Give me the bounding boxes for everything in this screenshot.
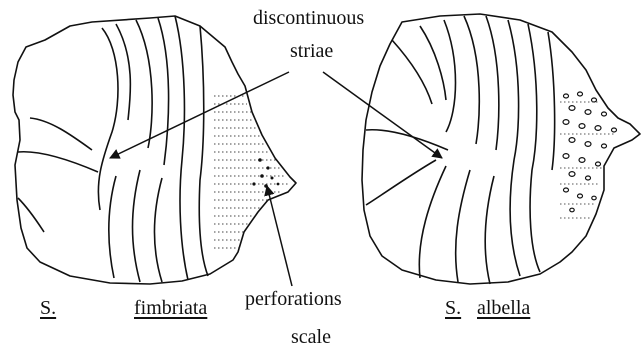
perforation-holes-right — [563, 92, 617, 212]
striae-line — [158, 18, 169, 165]
striae-line — [485, 176, 494, 284]
striae-line — [18, 198, 44, 232]
striae-line — [486, 16, 499, 150]
genus-label-right: S. — [445, 297, 461, 319]
perforation-stipple-left — [214, 96, 290, 248]
discontinuous-label: discontinuous — [253, 7, 364, 29]
striae-line — [508, 20, 520, 276]
striae-line — [548, 32, 555, 170]
scale-fimbriata — [13, 16, 296, 284]
striae-line — [464, 16, 479, 144]
striae-line — [456, 170, 470, 282]
striae-line — [199, 26, 208, 276]
striae-arrow-left — [110, 72, 289, 158]
striae-line — [444, 20, 456, 132]
genus-label-left: S. — [40, 297, 56, 319]
striae-line — [109, 176, 116, 278]
species-label-fimbriata: fimbriata — [134, 297, 207, 319]
striae-line — [133, 170, 141, 282]
striae-line — [136, 20, 152, 148]
striae-line — [18, 152, 98, 172]
striae-label: striae — [290, 40, 333, 62]
perforations-arrow — [267, 186, 292, 286]
striae-line — [528, 24, 540, 272]
striae-line — [420, 26, 446, 100]
striae-line — [175, 16, 188, 280]
striae-line — [116, 24, 130, 120]
striae-line — [155, 178, 163, 282]
scale-caption: scale — [291, 326, 331, 348]
striae-arrows — [110, 72, 442, 286]
striae-line — [30, 118, 92, 150]
striae-line — [419, 166, 446, 278]
scale-albella — [362, 14, 640, 284]
perforation-dots-left — [252, 158, 279, 188]
striae-line — [392, 40, 432, 104]
striae-line — [366, 160, 436, 205]
perforations-label: perforations — [245, 288, 342, 310]
species-label-albella: albella — [477, 297, 530, 319]
